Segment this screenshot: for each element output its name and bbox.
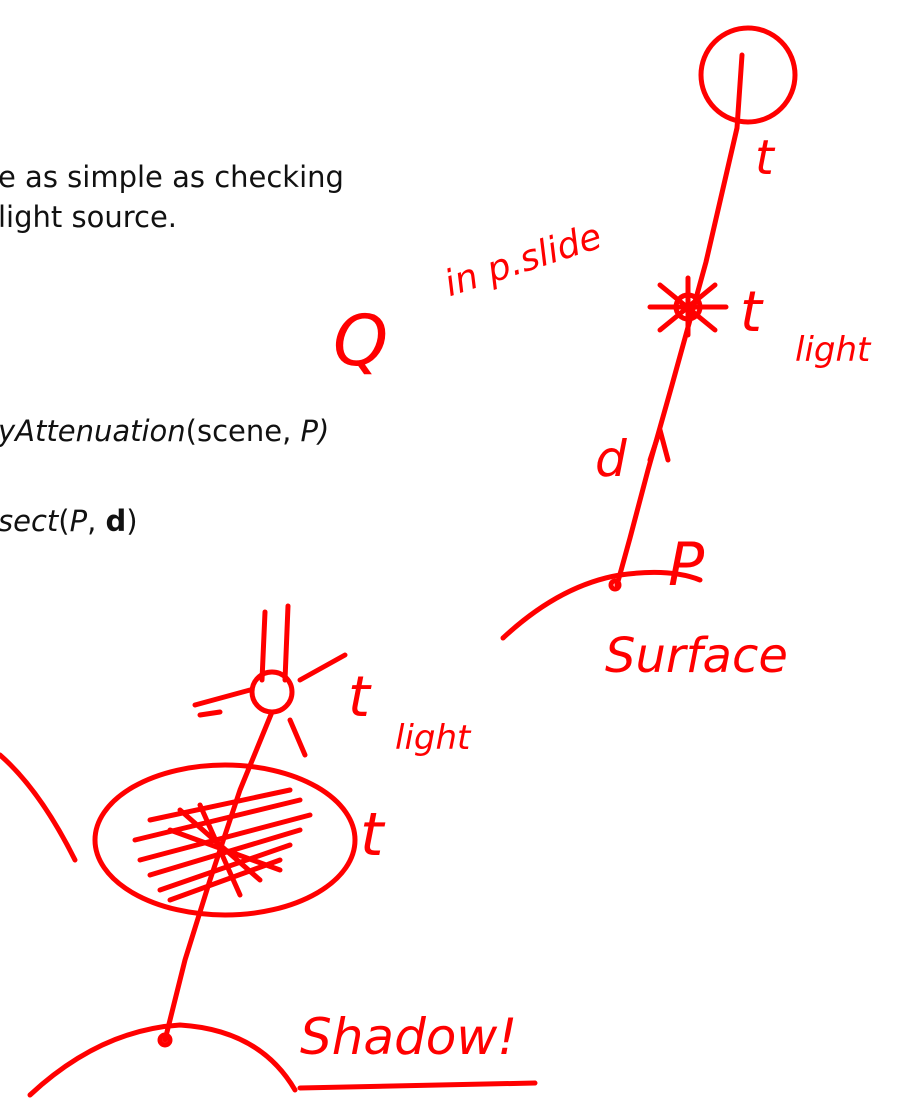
ink-light-circle-bottom (249, 669, 295, 715)
ink-top-circle (698, 25, 798, 125)
ink-label-t-top: t (755, 130, 774, 186)
slide-text-line-3: yAttenuation(scene, P) (0, 416, 329, 446)
ink-label-t-bottom: t (360, 800, 384, 870)
function-var: P) (300, 414, 330, 448)
slide-text-line-2: light source. (0, 200, 178, 234)
ink-light-star-center (673, 292, 703, 322)
ink-label-t-light-bottom: t (348, 665, 370, 730)
ink-label-in-slide: in p.slide (439, 215, 607, 306)
var-p: P (69, 504, 88, 538)
ink-arrow-head (647, 427, 671, 463)
ink-light-lines (259, 603, 291, 683)
ink-left-curve (0, 752, 78, 863)
ink-label-p: P (668, 530, 705, 600)
ink-ray-top (614, 52, 745, 588)
paren-close: ) (126, 504, 138, 538)
slide-text-line-1: e as simple as checking (0, 160, 344, 194)
paren-open: ( (58, 504, 70, 538)
ink-label-surface: Surface (605, 628, 788, 684)
ink-label-d: d (595, 430, 627, 488)
function-name: yAttenuation (0, 414, 186, 448)
function-name: sect (0, 504, 59, 538)
ink-light-rays-bottom (192, 652, 348, 758)
ink-surface-curve-bottom (27, 1022, 298, 1098)
ink-shadow-underline (297, 1080, 538, 1091)
ink-occluder-ellipse (92, 762, 358, 918)
slide-text-line-4: sect(P, d) (0, 506, 138, 536)
ink-light-star-rays (647, 275, 729, 338)
ink-label-light-bottom: light (395, 718, 471, 758)
ink-ray-bottom (162, 709, 275, 1043)
function-args: (scene, (185, 414, 301, 448)
ink-label-light-top: light (795, 330, 871, 370)
ink-occluder-scribble (132, 787, 313, 903)
ink-label-t-light-top: t (740, 280, 762, 345)
ink-label-q: Q (333, 300, 389, 382)
ink-label-shadow: Shadow! (300, 1008, 518, 1066)
ink-surface-point-bottom (157, 1032, 173, 1048)
var-d: d (105, 504, 127, 538)
ink-surface-point-top (608, 578, 622, 592)
comma: , (87, 504, 106, 538)
